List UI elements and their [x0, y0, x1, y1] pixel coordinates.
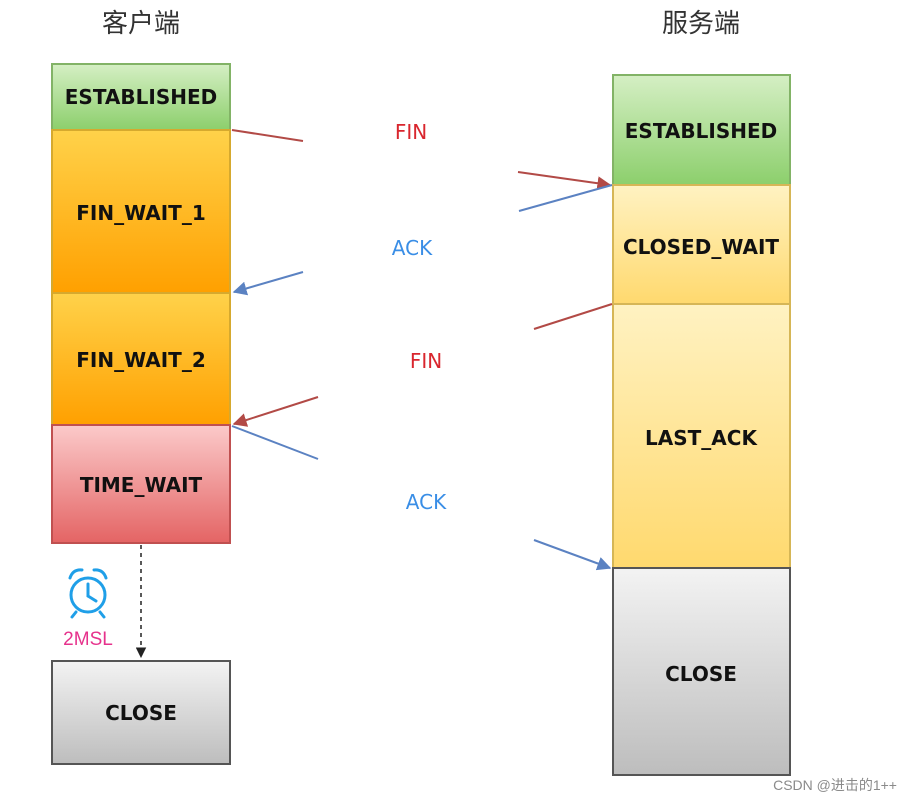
- message-fin-client-to-server: FIN: [231, 120, 612, 191]
- client-state-close: CLOSE: [51, 660, 231, 765]
- client-state-time-wait: TIME_WAIT: [51, 424, 231, 544]
- message-fin-1-label: FIN: [395, 120, 427, 144]
- message-fin-server-to-client: FIN: [232, 303, 613, 427]
- server-state-closed-wait-label: CLOSED_WAIT: [623, 235, 779, 259]
- timer-2msl-label: 2MSL: [63, 629, 113, 650]
- client-state-fin-wait-1: FIN_WAIT_1: [51, 129, 231, 294]
- server-state-established: ESTABLISHED: [612, 74, 791, 186]
- server-state-established-label: ESTABLISHED: [625, 119, 777, 143]
- alarm-clock-icon: [68, 568, 108, 619]
- client-state-established: ESTABLISHED: [51, 63, 231, 131]
- client-state-time-wait-label: TIME_WAIT: [80, 473, 203, 497]
- client-heading: 客户端: [102, 9, 180, 39]
- server-state-closed-wait: CLOSED_WAIT: [612, 184, 791, 305]
- message-ack-client-to-server: ACK: [231, 425, 612, 571]
- csdn-watermark: CSDN @进击的1++: [773, 777, 897, 793]
- server-heading: 服务端: [662, 9, 740, 39]
- client-state-fin-wait-2-label: FIN_WAIT_2: [76, 348, 205, 372]
- server-state-close-label: CLOSE: [665, 662, 737, 686]
- message-ack-1-label: ACK: [392, 236, 433, 260]
- server-state-last-ack: LAST_ACK: [612, 303, 791, 569]
- message-fin-2-label: FIN: [410, 349, 442, 373]
- client-state-established-label: ESTABLISHED: [65, 85, 217, 109]
- message-ack-2-label: ACK: [406, 490, 447, 514]
- message-ack-server-to-client: ACK: [232, 184, 613, 296]
- client-state-fin-wait-2: FIN_WAIT_2: [51, 292, 231, 426]
- server-state-close: CLOSE: [612, 567, 791, 776]
- client-state-close-label: CLOSE: [105, 701, 177, 725]
- client-state-fin-wait-1-label: FIN_WAIT_1: [76, 201, 205, 225]
- server-state-last-ack-label: LAST_ACK: [645, 426, 758, 450]
